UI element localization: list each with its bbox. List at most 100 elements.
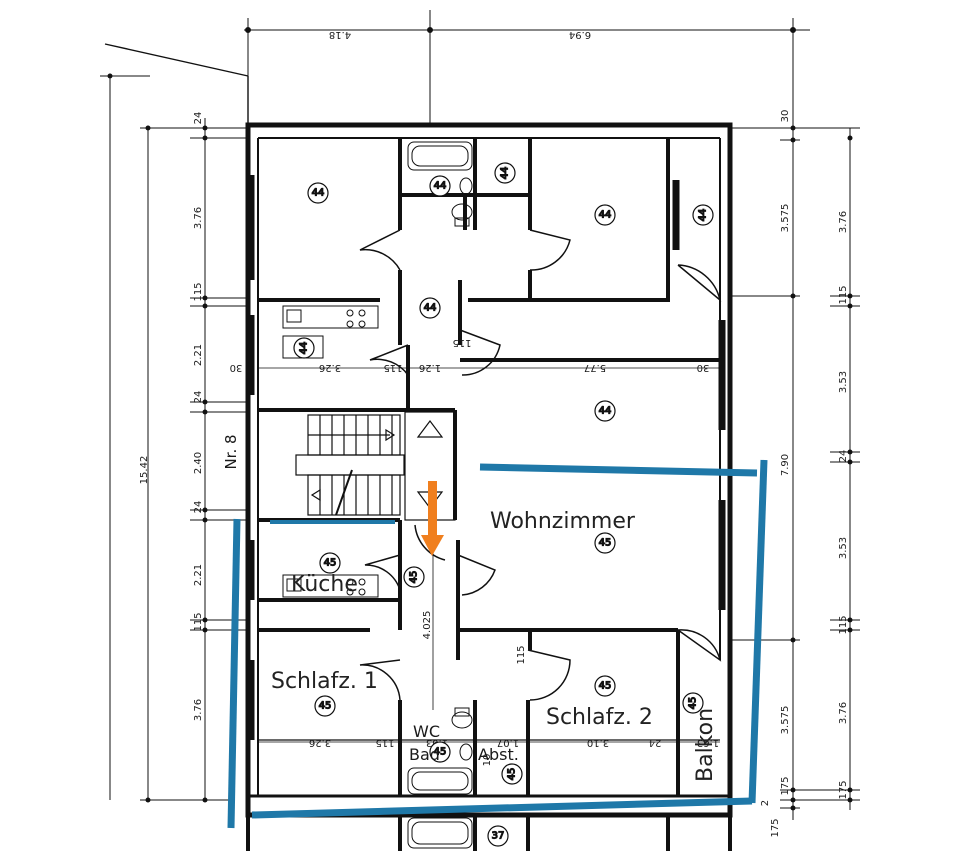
dim-inner-low-6: 24 xyxy=(649,737,662,748)
house-number: Nr. 8 xyxy=(222,434,240,469)
svg-text:44: 44 xyxy=(299,342,310,355)
dim-left-9: 115 xyxy=(193,612,204,631)
svg-text:45: 45 xyxy=(599,681,612,692)
dim-top-right: 6.94 xyxy=(569,29,591,40)
dim-inner-low-4: 1.07 xyxy=(497,737,519,748)
svg-text:45: 45 xyxy=(599,538,612,549)
label-wc: WC xyxy=(413,722,440,741)
svg-text:45: 45 xyxy=(319,701,332,712)
dim-inner-up-2: 3.26 xyxy=(319,362,341,373)
dim-left-7: 24 xyxy=(193,501,204,514)
bath-fixtures xyxy=(407,141,473,849)
right-dimension-dots xyxy=(790,125,853,811)
room-tag: 45 xyxy=(429,741,451,763)
dim-right-outer-3: 3.575 xyxy=(780,706,791,735)
room-tag: 45 xyxy=(319,552,341,574)
label-schlafz1: Schlafz. 1 xyxy=(271,669,378,694)
dim-inner-low-1: 3.26 xyxy=(309,737,331,748)
dim-right-outer-4: 175 xyxy=(780,776,791,795)
svg-text:45: 45 xyxy=(434,747,447,758)
room-tag: 45 xyxy=(501,763,523,785)
dim-inner-up-5: 115 xyxy=(452,337,471,348)
dim-left-8: 2.21 xyxy=(193,564,204,586)
label-kueche: Küche xyxy=(291,572,358,597)
door-swings xyxy=(359,229,722,701)
dim-vert-2: 10 xyxy=(482,754,493,767)
svg-text:44: 44 xyxy=(434,181,447,192)
property-line xyxy=(104,43,249,125)
room-tag: 44 xyxy=(494,162,516,184)
inner-dimension-lines xyxy=(258,367,720,743)
svg-text:44: 44 xyxy=(698,209,709,222)
dim-vert-1: 4.025 xyxy=(422,611,433,640)
dim-right-far-7: 3.76 xyxy=(838,702,849,724)
apartment-outline-overlay xyxy=(227,459,768,829)
dim-inner-up-1: 30 xyxy=(230,362,243,373)
dim-inner-up-7: 30 xyxy=(697,362,710,373)
svg-text:44: 44 xyxy=(599,210,612,221)
dim-left-3: 115 xyxy=(193,282,204,301)
dim-right-outer-1: 30 xyxy=(780,110,791,123)
room-tag: 45 xyxy=(594,675,616,697)
svg-text:45: 45 xyxy=(507,768,518,781)
dim-right-far-4: 24 xyxy=(838,450,849,463)
label-bad: Bad xyxy=(409,745,440,764)
right-dimension-lines xyxy=(728,115,860,820)
label-balkon: Balkon xyxy=(693,708,718,782)
dim-right-far-6: 115 xyxy=(838,615,849,634)
room-tags: 44 44 44 44 44 44 44 44 45 45 45 45 45 4… xyxy=(293,162,714,847)
dim-inner-up-6: 5.77 xyxy=(584,362,606,373)
entry-arrow xyxy=(421,481,444,556)
dim-right-outer-5: 175 xyxy=(770,818,781,837)
dim-left-1: 24 xyxy=(193,112,204,125)
room-tag: 37 xyxy=(487,825,509,847)
room-tag: 44 xyxy=(293,337,315,359)
room-tag: 45 xyxy=(682,692,704,714)
dim-top-left: 4.18 xyxy=(329,29,351,40)
dim-right-far-5: 3.53 xyxy=(838,537,849,559)
dim-left-5: 24 xyxy=(193,391,204,404)
top-dimension-line xyxy=(244,10,810,125)
room-tag: 44 xyxy=(429,175,451,197)
dim-left-total: 15.42 xyxy=(139,456,150,485)
room-tag: 44 xyxy=(594,400,616,422)
room-tag: 45 xyxy=(314,695,336,717)
room-tag: 44 xyxy=(692,204,714,226)
dim-right-far-8: 175 xyxy=(838,780,849,799)
room-tag: 45 xyxy=(594,532,616,554)
svg-text:45: 45 xyxy=(409,571,420,584)
svg-text:44: 44 xyxy=(312,188,325,199)
right-far-labels: 3.76 115 3.53 24 3.53 115 3.76 175 xyxy=(838,211,849,800)
dim-right-outer-2: 3.575 xyxy=(780,204,791,233)
inner-upper-labels: 30 3.26 115 1.26 115 5.77 30 xyxy=(230,337,710,373)
svg-text:45: 45 xyxy=(324,558,337,569)
dim-left-10: 3.76 xyxy=(193,699,204,721)
dim-right-far-1: 3.76 xyxy=(838,211,849,233)
dim-right-total: 7.90 xyxy=(780,454,791,476)
vertical-inner-labels: 4.025 10 115 xyxy=(422,611,527,767)
dim-vert-3: 115 xyxy=(516,645,527,664)
right-outer-labels: 30 3.575 3.575 175 175 2 xyxy=(760,110,791,838)
dim-inner-up-4: 1.26 xyxy=(419,362,441,373)
svg-text:44: 44 xyxy=(500,167,511,180)
dim-inner-low-7: 1.63 xyxy=(697,737,719,748)
dim-right-outer-6: 2 xyxy=(760,800,771,806)
dim-left-6: 2.40 xyxy=(193,452,204,474)
room-tag: 44 xyxy=(594,204,616,226)
svg-text:37: 37 xyxy=(492,831,505,842)
svg-text:44: 44 xyxy=(599,406,612,417)
windows xyxy=(247,175,726,740)
dim-left-2: 3.76 xyxy=(193,207,204,229)
left-dimension-dots xyxy=(107,73,208,803)
dim-inner-up-3: 115 xyxy=(383,362,402,373)
room-tag: 44 xyxy=(419,297,441,319)
dim-right-far-2: 115 xyxy=(838,285,849,304)
room-tag: 45 xyxy=(403,566,425,588)
svg-text:45: 45 xyxy=(688,697,699,710)
label-schlafz2: Schlafz. 2 xyxy=(546,705,653,730)
dim-inner-low-2: 115 xyxy=(375,737,394,748)
dim-right-far-3: 3.53 xyxy=(838,371,849,393)
dim-left-4: 2.21 xyxy=(193,344,204,366)
svg-text:44: 44 xyxy=(424,303,437,314)
